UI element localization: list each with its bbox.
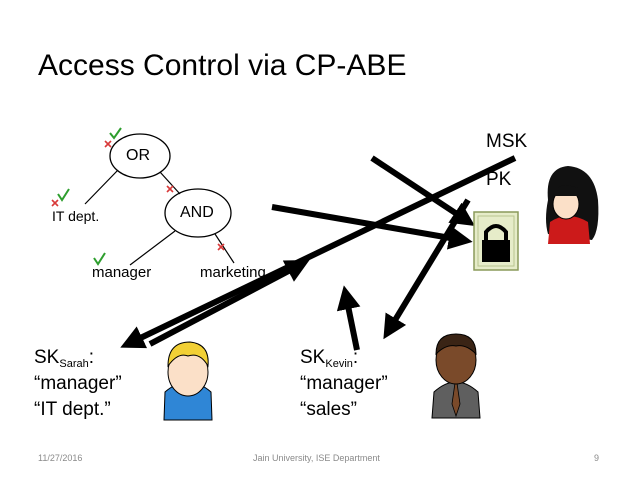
- kevin-subscript: Kevin: [325, 358, 353, 370]
- check-icon: [57, 188, 70, 202]
- cross-icon: [51, 199, 59, 207]
- arrow-sarah-up: [148, 259, 310, 347]
- footer-date: 11/27/2016: [38, 453, 83, 463]
- or-label: OR: [126, 147, 150, 164]
- arrow-pk-to-lock: [370, 155, 476, 226]
- or-node: [109, 133, 171, 179]
- arrow-kevin-up: [336, 285, 361, 351]
- blonde-avatar-icon: [163, 341, 213, 421]
- arrow-authority-to-sarah: [120, 155, 517, 349]
- woman-avatar-icon: [546, 166, 599, 244]
- pk-label: PK: [486, 169, 512, 190]
- check-icon: [93, 252, 106, 266]
- footer-page-number: 9: [594, 453, 600, 463]
- edge-or-it: [84, 169, 119, 205]
- cross-icon: [217, 243, 225, 251]
- lock-icon: [473, 211, 519, 271]
- and-node: [164, 188, 232, 238]
- sarah-attr-manager: “manager”: [34, 373, 122, 394]
- leaf-it-dept: IT dept.: [52, 208, 100, 224]
- and-label: AND: [180, 204, 214, 221]
- cross-icon: [166, 185, 174, 193]
- msk-label: MSK: [486, 131, 528, 152]
- leaf-marketing: marketing: [200, 264, 266, 281]
- sarah-attr-it-dept: “IT dept.”: [34, 399, 111, 420]
- edge-and-manager: [129, 230, 176, 266]
- arrow-authority-to-kevin: [383, 198, 471, 340]
- edge-and-marketing: [214, 233, 235, 264]
- footer-org: Jain University, ISE Department: [253, 453, 380, 463]
- edge-or-and: [159, 171, 181, 195]
- cross-icon: [104, 140, 112, 148]
- sarah-subscript: Sarah: [59, 358, 89, 370]
- kevin-key-label: SKKevin:: [300, 347, 359, 370]
- kevin-attr-sales: “sales”: [300, 399, 358, 420]
- kevin-attr-manager: “manager”: [300, 373, 388, 394]
- dark-avatar-icon: [431, 333, 481, 419]
- arrow-tree-to-lock: [271, 204, 473, 250]
- sarah-key-label: SKSarah:: [34, 347, 94, 370]
- check-icon: [109, 127, 122, 140]
- leaf-manager: manager: [92, 264, 152, 281]
- slide-title: Access Control via CP-ABE: [38, 49, 407, 82]
